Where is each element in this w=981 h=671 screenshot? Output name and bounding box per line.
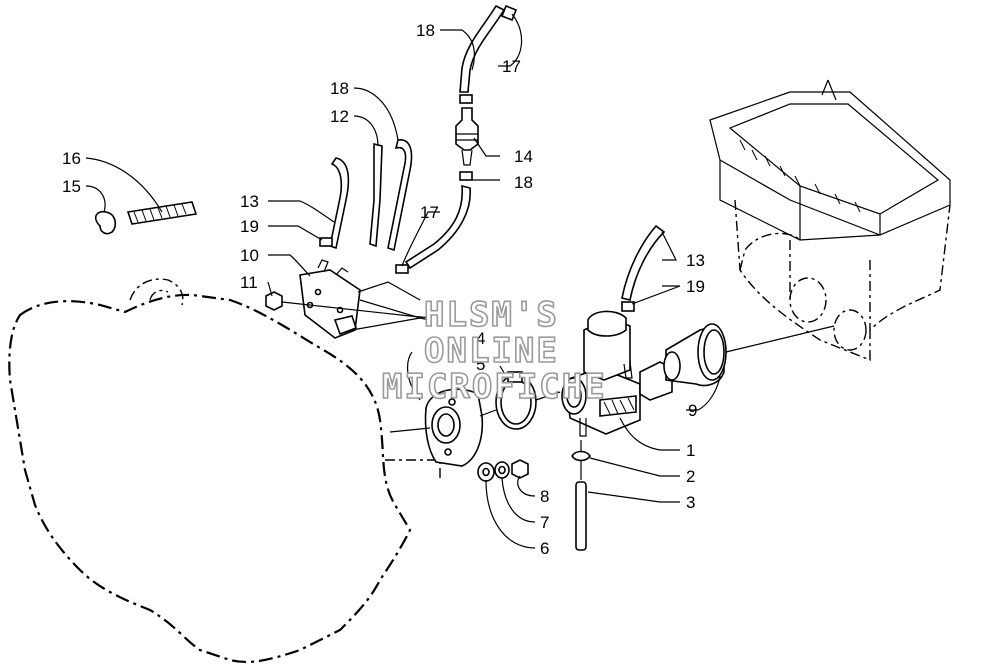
- fuel-filter-part-14: [455, 107, 479, 166]
- flange-axis-line: [389, 427, 431, 433]
- callout-19-right: 19: [686, 277, 705, 296]
- callout-labels: 1 2 3 4 5 6 7 8 9 10 11 12 13 13 14 15 1…: [62, 21, 705, 558]
- engine-outline: [8, 278, 441, 664]
- callout-17-top: 17: [502, 57, 521, 76]
- hose-part-18-top: [459, 4, 518, 93]
- callout-13-right: 13: [686, 251, 705, 270]
- callout-18-top: 18: [416, 21, 435, 40]
- callout-12: 12: [330, 107, 349, 126]
- clamps-17-19: [319, 94, 635, 312]
- fuel-pump-part-10: [299, 259, 431, 339]
- boot-axis-line: [725, 325, 835, 353]
- callout-2: 2: [686, 467, 695, 486]
- drain-tube-part-3: [575, 440, 587, 551]
- leader-lines: [85, 13, 721, 549]
- callout-1: 1: [686, 441, 695, 460]
- callout-17-mid: 17: [420, 203, 439, 222]
- callout-18-mid: 18: [330, 79, 349, 98]
- nut-part-8: [511, 459, 529, 479]
- nut-part-11: [265, 291, 283, 311]
- callout-5: 5: [476, 355, 485, 374]
- clamp-axis-line: [479, 391, 561, 417]
- callout-10: 10: [240, 246, 259, 265]
- callout-8: 8: [540, 487, 549, 506]
- callout-3: 3: [686, 493, 695, 512]
- hose-part-13-left: [329, 157, 350, 250]
- callout-6: 6: [540, 539, 549, 558]
- washer-part-7: [494, 461, 510, 479]
- watermark-line-3: MICROFICHE: [382, 367, 607, 407]
- hose-part-13-right: [621, 224, 666, 301]
- callout-4: 4: [476, 329, 485, 348]
- watermark-line-2: ONLINE: [424, 331, 559, 371]
- airbox-outline: [709, 79, 951, 362]
- callout-13-left: 13: [240, 192, 259, 211]
- washer-part-6: [477, 462, 495, 482]
- hose-part-12: [369, 142, 383, 248]
- callout-7: 7: [540, 513, 549, 532]
- callout-18-right: 18: [514, 173, 533, 192]
- callout-9: 9: [688, 401, 697, 420]
- clip-part-15: [94, 210, 117, 235]
- callout-16: 16: [62, 149, 81, 168]
- callout-19-left: 19: [240, 217, 259, 236]
- clamp-part-5: [495, 371, 537, 430]
- watermark-line-1: HLSM'S: [424, 295, 559, 335]
- watermark: HLSM'S ONLINE MICROFICHE: [381, 294, 607, 408]
- intake-flange-part-4: [424, 388, 484, 467]
- callout-11: 11: [240, 273, 258, 292]
- pump-bolt-line: [281, 301, 433, 319]
- hose-part-18-mid: [387, 139, 413, 252]
- callout-15: 15: [62, 177, 81, 196]
- clamp-part-2: [571, 450, 591, 462]
- callout-14: 14: [514, 147, 533, 166]
- spring-part-16: [126, 201, 198, 225]
- intake-boot-part-9: [663, 323, 727, 387]
- hose-part-18-lower: [404, 184, 471, 270]
